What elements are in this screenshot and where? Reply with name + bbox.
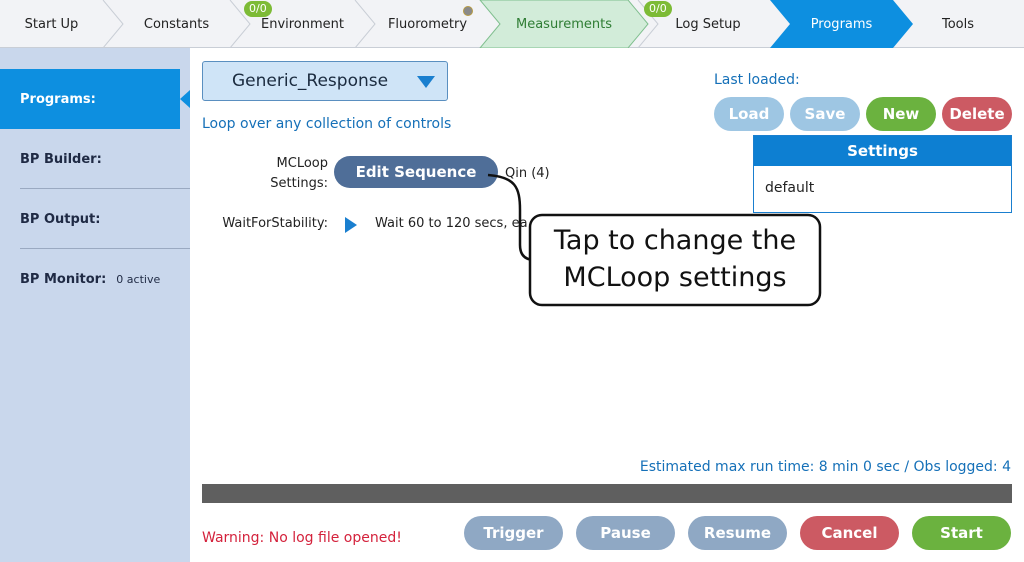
fluorometry-status-dot: [463, 6, 473, 16]
tab-start-up[interactable]: Start Up: [0, 0, 103, 48]
sidebar-item-bp-builder[interactable]: BP Builder:: [0, 129, 190, 189]
tab-environment[interactable]: Environment: [250, 0, 355, 48]
tab-programs[interactable]: Programs: [790, 0, 893, 48]
sidebar-item-bp-output[interactable]: BP Output:: [0, 189, 190, 249]
tab-tools[interactable]: Tools: [913, 0, 1003, 48]
load-button[interactable]: Load: [714, 97, 784, 131]
callout-text: Tap to change the MCLoop settings: [553, 225, 797, 293]
sidebar-item-programs[interactable]: Programs:: [0, 69, 180, 129]
delete-button[interactable]: Delete: [942, 97, 1012, 131]
last-loaded-label: Last loaded:: [714, 72, 800, 88]
play-icon[interactable]: [345, 217, 357, 233]
progress-bar: [202, 484, 1012, 503]
sidebar-item-label: Programs:: [20, 91, 96, 107]
environment-count-badge: 0/0: [244, 1, 272, 17]
tab-log-setup[interactable]: Log Setup: [658, 0, 758, 48]
chevron-down-icon: [417, 76, 435, 88]
sidebar-item-label: BP Builder:: [20, 151, 102, 167]
program-description: Loop over any collection of controls: [202, 116, 452, 132]
save-button[interactable]: Save: [790, 97, 860, 131]
new-button[interactable]: New: [866, 97, 936, 131]
program-dropdown[interactable]: Generic_Response: [202, 61, 448, 101]
tab-label: Start Up: [24, 16, 79, 32]
wait-for-stability-value: Wait 60 to 120 secs, ea: [375, 216, 528, 231]
qin-label: Qin (4): [505, 166, 550, 181]
sidebar-divider: [20, 188, 190, 189]
wait-for-stability-label: WaitForStability:: [222, 216, 328, 231]
tab-fluorometry[interactable]: Fluorometry: [375, 0, 480, 48]
tab-label: Fluorometry: [387, 16, 468, 32]
sidebar-divider: [20, 248, 190, 249]
warning-message: Warning: No log file opened!: [202, 530, 402, 546]
tab-bar-chevrons: [102, 0, 913, 48]
edit-sequence-button[interactable]: Edit Sequence: [334, 156, 498, 188]
sidebar-item-label: BP Monitor:: [20, 271, 107, 287]
estimated-run-time: Estimated max run time: 8 min 0 sec / Ob…: [639, 459, 1011, 475]
program-dropdown-value: Generic_Response: [232, 71, 389, 91]
settings-value[interactable]: default: [765, 180, 815, 196]
cancel-button[interactable]: Cancel: [800, 516, 899, 550]
tab-label: Log Setup: [675, 16, 741, 32]
tab-measurements[interactable]: Measurements: [500, 0, 628, 48]
settings-panel: Settings default: [753, 135, 1012, 213]
mcloop-settings-label: MCLoop Settings:: [270, 156, 328, 191]
callout-bubble: [487, 173, 822, 307]
tab-label: Constants: [143, 16, 210, 32]
trigger-button[interactable]: Trigger: [464, 516, 563, 550]
bp-monitor-active-count: 0 active: [116, 272, 161, 286]
log-setup-count-badge: 0/0: [644, 1, 672, 17]
resume-button[interactable]: Resume: [688, 516, 787, 550]
sidebar-item-label: BP Output:: [20, 211, 101, 227]
tab-constants[interactable]: Constants: [123, 0, 230, 48]
sidebar-active-pointer: [180, 90, 190, 108]
tab-label: Programs: [810, 16, 873, 32]
tab-label: Measurements: [515, 16, 613, 32]
settings-header: Settings: [754, 136, 1011, 166]
top-tab-bar: Start Up Constants Environment 0/0 Fluor…: [0, 0, 1024, 48]
sidebar: Programs: BP Builder: BP Output: BP Moni…: [0, 48, 190, 562]
tab-label: Environment: [260, 16, 344, 32]
tab-label: Tools: [941, 16, 975, 32]
sidebar-item-bp-monitor[interactable]: BP Monitor: 0 active: [0, 249, 190, 309]
pause-button[interactable]: Pause: [576, 516, 675, 550]
start-button[interactable]: Start: [912, 516, 1011, 550]
